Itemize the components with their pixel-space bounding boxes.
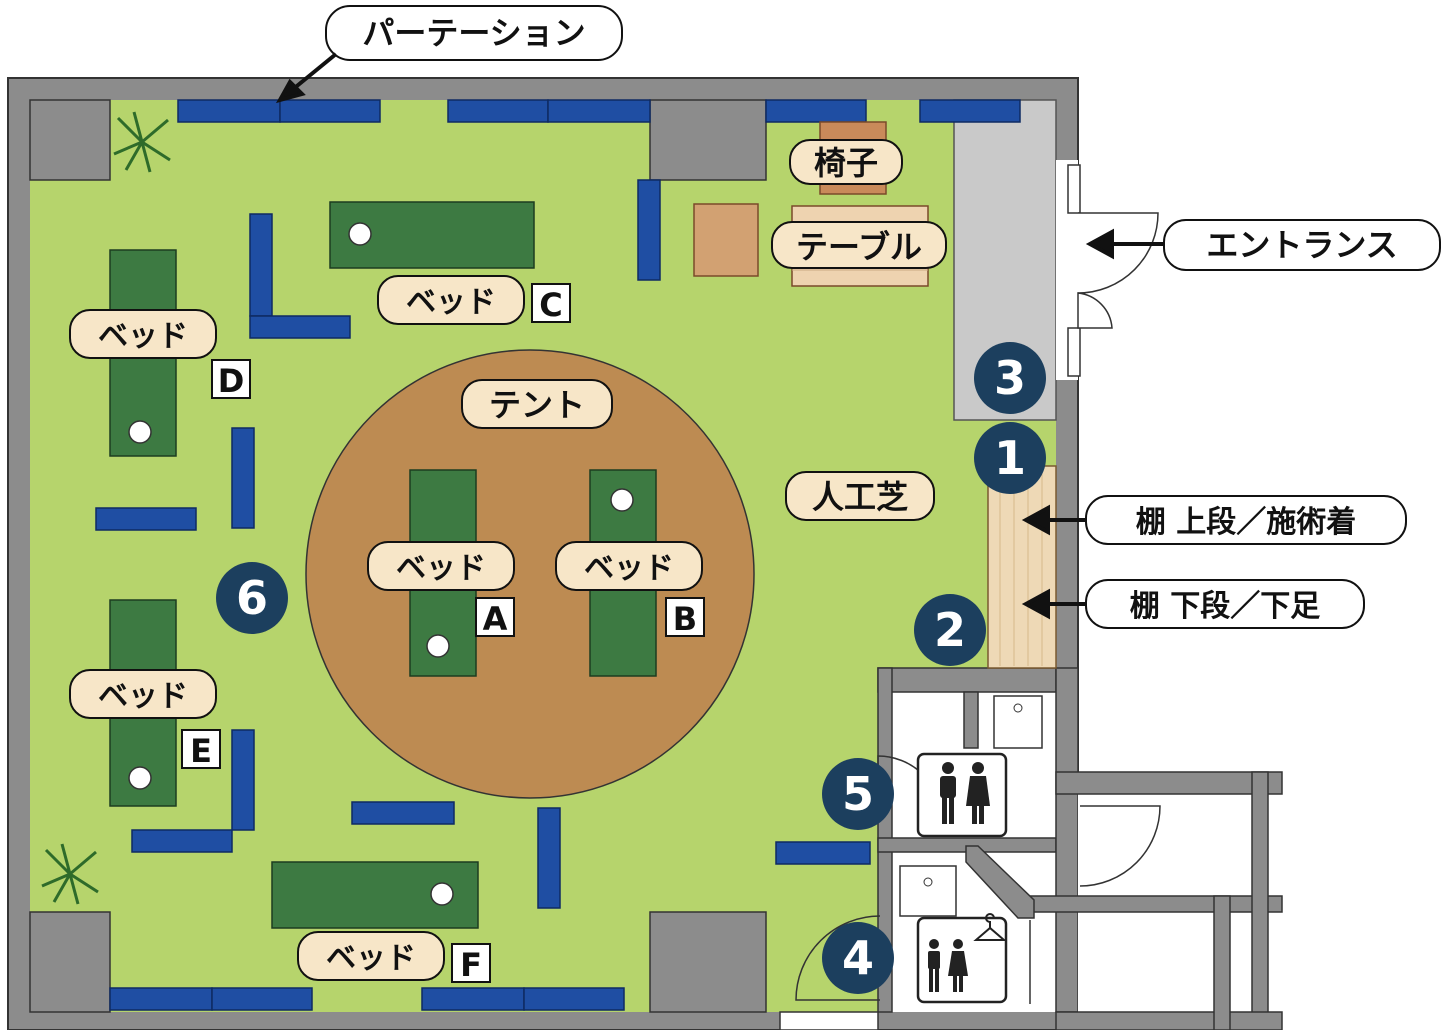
arrow-icon: [275, 52, 1164, 620]
shelf: [987, 465, 1057, 669]
tent-label-box: [461, 379, 613, 429]
plant-icon: [113, 111, 171, 173]
bed-letter-d: D: [218, 362, 245, 400]
bed-letter-box: [211, 359, 251, 399]
shelf-grain: [999, 470, 1043, 666]
number-5: 5: [842, 767, 874, 821]
corridor-wall-right: [1251, 771, 1269, 1030]
bed-label-box: [69, 309, 217, 359]
bed-letter-box: [665, 597, 705, 637]
bed-b-label: ベッド: [584, 551, 674, 586]
bed-label-box: [555, 541, 703, 591]
angled-wall: [965, 845, 1035, 919]
partitions: [95, 99, 1021, 1011]
bed-letter-box: [531, 283, 571, 323]
restroom-sign: [916, 752, 1008, 838]
tent-label: テント: [489, 386, 585, 424]
entrance-door-swing: [1077, 292, 1113, 329]
number-circle-1: [974, 422, 1046, 494]
utility-wall-right: [1055, 667, 1079, 1013]
bed-letter-f: F: [460, 946, 482, 984]
bed-letter-box: [451, 943, 491, 983]
number-circle-3: [974, 342, 1046, 414]
number-1: 1: [994, 431, 1026, 485]
restroom-icon: [940, 762, 990, 824]
bed-label-box: [377, 275, 525, 325]
door-frame: [1067, 327, 1081, 377]
pillar: [29, 99, 111, 181]
turf-label: 人工芝: [812, 478, 908, 516]
bed-f-label: ベッド: [326, 941, 416, 976]
number-circle-4: [822, 922, 894, 994]
bed-e-label: ベッド: [98, 679, 188, 714]
bed-letter-b: B: [673, 600, 697, 638]
sink: [899, 865, 957, 917]
bed-a-label: ベッド: [396, 551, 486, 586]
shelf-upper-label: 棚 上段／施術着: [1136, 505, 1356, 540]
bed-letter-box: [475, 597, 515, 637]
partition-label-box: [325, 5, 623, 61]
table-label: テーブル: [796, 228, 922, 266]
bed-label-box: [297, 931, 445, 981]
pillar: [649, 99, 767, 181]
partition-label: パーテーション: [362, 14, 585, 52]
turf-label-box: [785, 471, 935, 521]
entrance-gap: [1056, 160, 1078, 380]
bed-d-label: ベッド: [98, 319, 188, 354]
door-swing: [795, 915, 881, 1001]
door-frame: [1067, 164, 1081, 214]
bed-c-label: ベッド: [406, 285, 496, 320]
number-circle-6: [216, 562, 288, 634]
plant-icon: [41, 843, 99, 905]
pillar: [649, 911, 767, 1013]
changing-room-icon: [928, 913, 1007, 992]
door-frame: [779, 1011, 879, 1030]
bed-letter-e: E: [190, 732, 212, 770]
corridor-wall-inner: [1213, 895, 1231, 1030]
pillow-markers: [128, 222, 634, 906]
entrance-label: エントランス: [1206, 226, 1397, 264]
chair-label-box: [789, 139, 903, 185]
corridor-wall: [877, 667, 1057, 693]
number-6: 6: [236, 571, 268, 625]
side-table: [693, 203, 759, 277]
sink: [993, 695, 1043, 749]
number-circle-5: [822, 758, 894, 830]
bed-letter-c: C: [539, 286, 562, 324]
number-2: 2: [934, 603, 966, 657]
corridor-wall-bottom: [1055, 1011, 1283, 1030]
entrance-door-swing: [1077, 212, 1159, 294]
pillar: [29, 911, 111, 1013]
number-circle-2: [914, 594, 986, 666]
door-swing: [1079, 805, 1161, 887]
bed-letter-box: [181, 729, 221, 769]
shelf-lower-label: 棚 下段／下足: [1130, 589, 1320, 624]
corridor-wall-top: [1055, 771, 1283, 795]
number-3: 3: [994, 351, 1026, 405]
bed-label-box: [69, 669, 217, 719]
tent: [305, 349, 755, 799]
number-4: 4: [842, 931, 874, 985]
stall-divider: [963, 691, 979, 749]
bed-letter-a: A: [483, 600, 508, 638]
bed-label-box: [367, 541, 515, 591]
chair-label: 椅子: [814, 144, 878, 182]
corridor-wall-mid: [1029, 895, 1283, 913]
table-label-box: [771, 221, 947, 269]
